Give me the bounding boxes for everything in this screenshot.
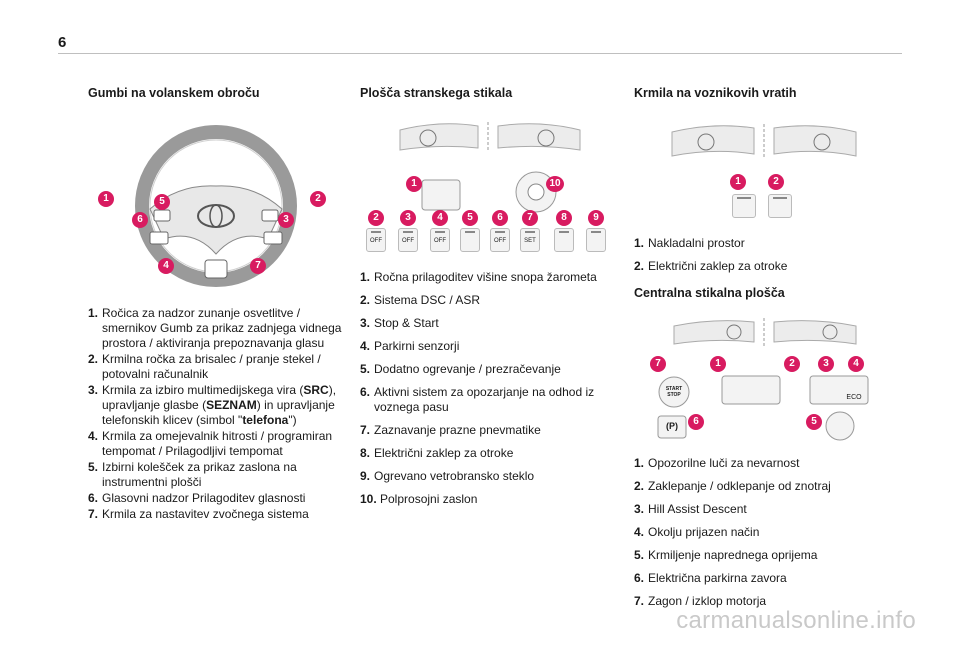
section-title: Gumbi na volanskem obroču xyxy=(88,86,260,100)
list-item: 5.Izbirni kolešček za prikaz zaslona na … xyxy=(88,460,297,489)
list-item: 1.Ročica za nadzor zunanje osvetlitve / … xyxy=(88,306,342,350)
list-item: 4.Parkirni senzorji xyxy=(360,339,460,353)
callout-badge: 2 xyxy=(768,174,784,190)
list-item: 6.Električna parkirna zavora xyxy=(634,571,787,585)
callout-badge: 5 xyxy=(154,194,170,210)
switch-lane-departure: OFF xyxy=(490,228,510,252)
switch-stop-start: OFF xyxy=(398,228,418,252)
list-item: 6.Aktivni sistem za opozarjanje na odhod… xyxy=(360,385,595,414)
list-item: 2.Električni zaklep za otroke xyxy=(634,259,788,273)
list-item: 6.Glasovni nadzor Prilagoditev glasnosti xyxy=(88,491,306,505)
side-switch-panel-section: Plošča stranskega stikala 1 10 2 3 4 5 6… xyxy=(360,86,618,515)
side-switch-list: 1.Ročna prilagoditev višine snopa žarome… xyxy=(360,270,618,507)
steering-wheel-section: Gumbi na volanskem obroču 1 2 3 4 5 6 7 … xyxy=(88,86,348,523)
callout-badge: 10 xyxy=(546,176,564,192)
eco-switch: ECO xyxy=(846,394,862,401)
section-title: Krmila na voznikovih vratih xyxy=(634,86,797,100)
list-item: 3.Krmila za izbiro multimedijskega vira … xyxy=(88,383,337,427)
watermark: carmanualsonline.info xyxy=(676,607,916,634)
callout-badge: 5 xyxy=(806,414,822,430)
list-item: 10.Polprosojni zaslon xyxy=(360,492,478,506)
callout-badge: 6 xyxy=(492,210,508,226)
callout-badge: 7 xyxy=(250,258,266,274)
central-panel-illustration xyxy=(657,318,869,441)
driver-door-section: Krmila na voznikovih vratih 1 2 1.Naklad… xyxy=(634,86,896,617)
section-title: Plošča stranskega stikala xyxy=(360,86,513,100)
list-item: 1.Ročna prilagoditev višine snopa žarome… xyxy=(360,270,597,284)
list-item: 4.Okolju prijazen način xyxy=(634,525,760,539)
callout-badge: 6 xyxy=(132,212,148,228)
list-item: 9.Ogrevano vetrobransko steklo xyxy=(360,469,535,483)
callout-badge: 6 xyxy=(688,414,704,430)
list-item: 7.Zagon / izklop motorja xyxy=(634,594,767,608)
callout-badge: 7 xyxy=(522,210,538,226)
list-item: 4.Krmila za omejevalnik hitrosti / progr… xyxy=(88,429,333,458)
callout-badge: 1 xyxy=(406,176,422,192)
callout-badge: 1 xyxy=(98,191,114,207)
switch-windscreen-heating xyxy=(586,228,606,252)
steering-wheel-figure: 1 2 3 4 5 6 7 xyxy=(88,114,348,294)
list-item: 1.Opozorilne luči za nevarnost xyxy=(634,456,800,470)
door-controls-figure: 1 2 xyxy=(634,114,896,218)
callout-badge: 9 xyxy=(588,210,604,226)
callout-badge: 1 xyxy=(710,356,726,372)
callout-badge: 1 xyxy=(730,174,746,190)
callout-badge: 2 xyxy=(784,356,800,372)
list-item: 3.Stop & Start xyxy=(360,316,439,330)
list-item: 1.Nakladalni prostor xyxy=(634,236,745,250)
switch-boot xyxy=(732,194,756,218)
section-title: Centralna stikalna plošča xyxy=(634,286,785,300)
callout-badge: 4 xyxy=(158,258,174,274)
callout-badge: 5 xyxy=(462,210,478,226)
switch-dsc: OFF xyxy=(366,228,386,252)
list-item: 2.Sistema DSC / ASR xyxy=(360,293,481,307)
callout-badge: 2 xyxy=(368,210,384,226)
switch-child-lock xyxy=(554,228,574,252)
callout-badge: 4 xyxy=(432,210,448,226)
callout-badge: 4 xyxy=(848,356,864,372)
switch-child-lock xyxy=(768,194,792,218)
list-item: 5.Dodatno ogrevanje / prezračevanje xyxy=(360,362,561,376)
steering-wheel-list: 1.Ročica za nadzor zunanje osvetlitve / … xyxy=(88,306,348,522)
callout-badge: 3 xyxy=(278,212,294,228)
callout-badge: 3 xyxy=(818,356,834,372)
list-item: 3.Hill Assist Descent xyxy=(634,502,747,516)
door-illustration xyxy=(671,124,857,158)
door-controls-list: 1.Nakladalni prostor 2.Električni zaklep… xyxy=(634,236,896,274)
list-item: 5.Krmiljenje naprednega oprijema xyxy=(634,548,818,562)
list-item: 7.Zaznavanje prazne pnevmatike xyxy=(360,423,541,437)
callout-badge: 8 xyxy=(556,210,572,226)
list-item: 8.Električni zaklep za otroke xyxy=(360,446,514,460)
list-item: 7.Krmila za nastavitev zvočnega sistema xyxy=(88,507,309,521)
callout-badge: 3 xyxy=(400,210,416,226)
callout-badge: 7 xyxy=(650,356,666,372)
header-rule xyxy=(58,53,902,54)
list-item: 2.Krmilna ročka za brisalec / pranje ste… xyxy=(88,352,321,381)
switch-tyre-detection: SET xyxy=(520,228,540,252)
central-panel-list: 1.Opozorilne luči za nevarnost 2.Zaklepa… xyxy=(634,456,896,609)
callout-badge: 2 xyxy=(310,191,326,207)
side-switch-figure: 1 10 2 3 4 5 6 7 8 9 OFF OFF OFF OFF SET xyxy=(360,114,618,252)
switch-park-sensors: OFF xyxy=(430,228,450,252)
steering-wheel-illustration xyxy=(135,125,297,287)
page-number: 6 xyxy=(58,34,67,51)
list-item: 2.Zaklepanje / odklepanje od znotraj xyxy=(634,479,831,493)
switch-heating xyxy=(460,228,480,252)
parking-brake-switch: (P) xyxy=(666,421,678,431)
